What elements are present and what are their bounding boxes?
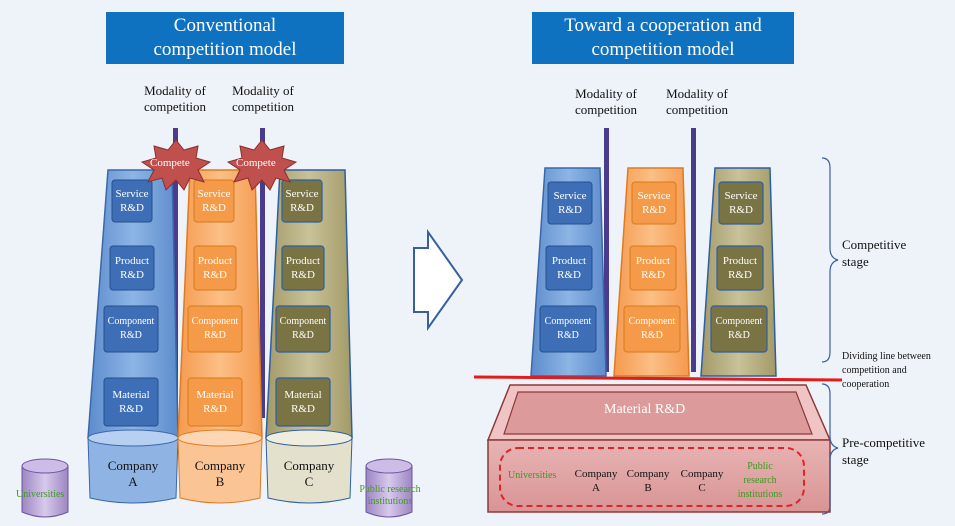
public-research-cylinder-left <box>365 458 413 518</box>
compete-label-2: Compete <box>236 157 276 169</box>
competitive-brace <box>821 157 839 363</box>
competition-line-4 <box>691 128 696 372</box>
company-b-tower <box>177 169 263 504</box>
universities-label-right: Universities <box>508 470 557 481</box>
company-c-tower <box>265 169 353 504</box>
universities-label-left: Universities <box>16 489 65 500</box>
right-olive-boxes <box>710 181 768 353</box>
left-b-boxes <box>187 179 243 427</box>
right-orange-boxes <box>623 181 681 353</box>
universities-cylinder-left <box>21 458 69 518</box>
competition-line-2 <box>260 128 265 418</box>
competition-line-3 <box>604 128 609 372</box>
compete-burst-1 <box>140 139 212 191</box>
left-a-boxes <box>103 179 159 427</box>
company-a-tower <box>87 169 179 504</box>
compete-label-1: Compete <box>150 157 190 169</box>
competition-line-1 <box>173 128 178 418</box>
left-c-boxes <box>275 179 331 427</box>
precompetitive-brace <box>821 383 839 515</box>
material-rd-label: Material R&D <box>604 402 686 417</box>
dividing-line <box>473 375 843 382</box>
transition-arrow <box>413 228 464 332</box>
precompetitive-base <box>486 384 832 513</box>
right-blue-boxes <box>539 181 597 353</box>
compete-burst-2 <box>226 139 298 191</box>
